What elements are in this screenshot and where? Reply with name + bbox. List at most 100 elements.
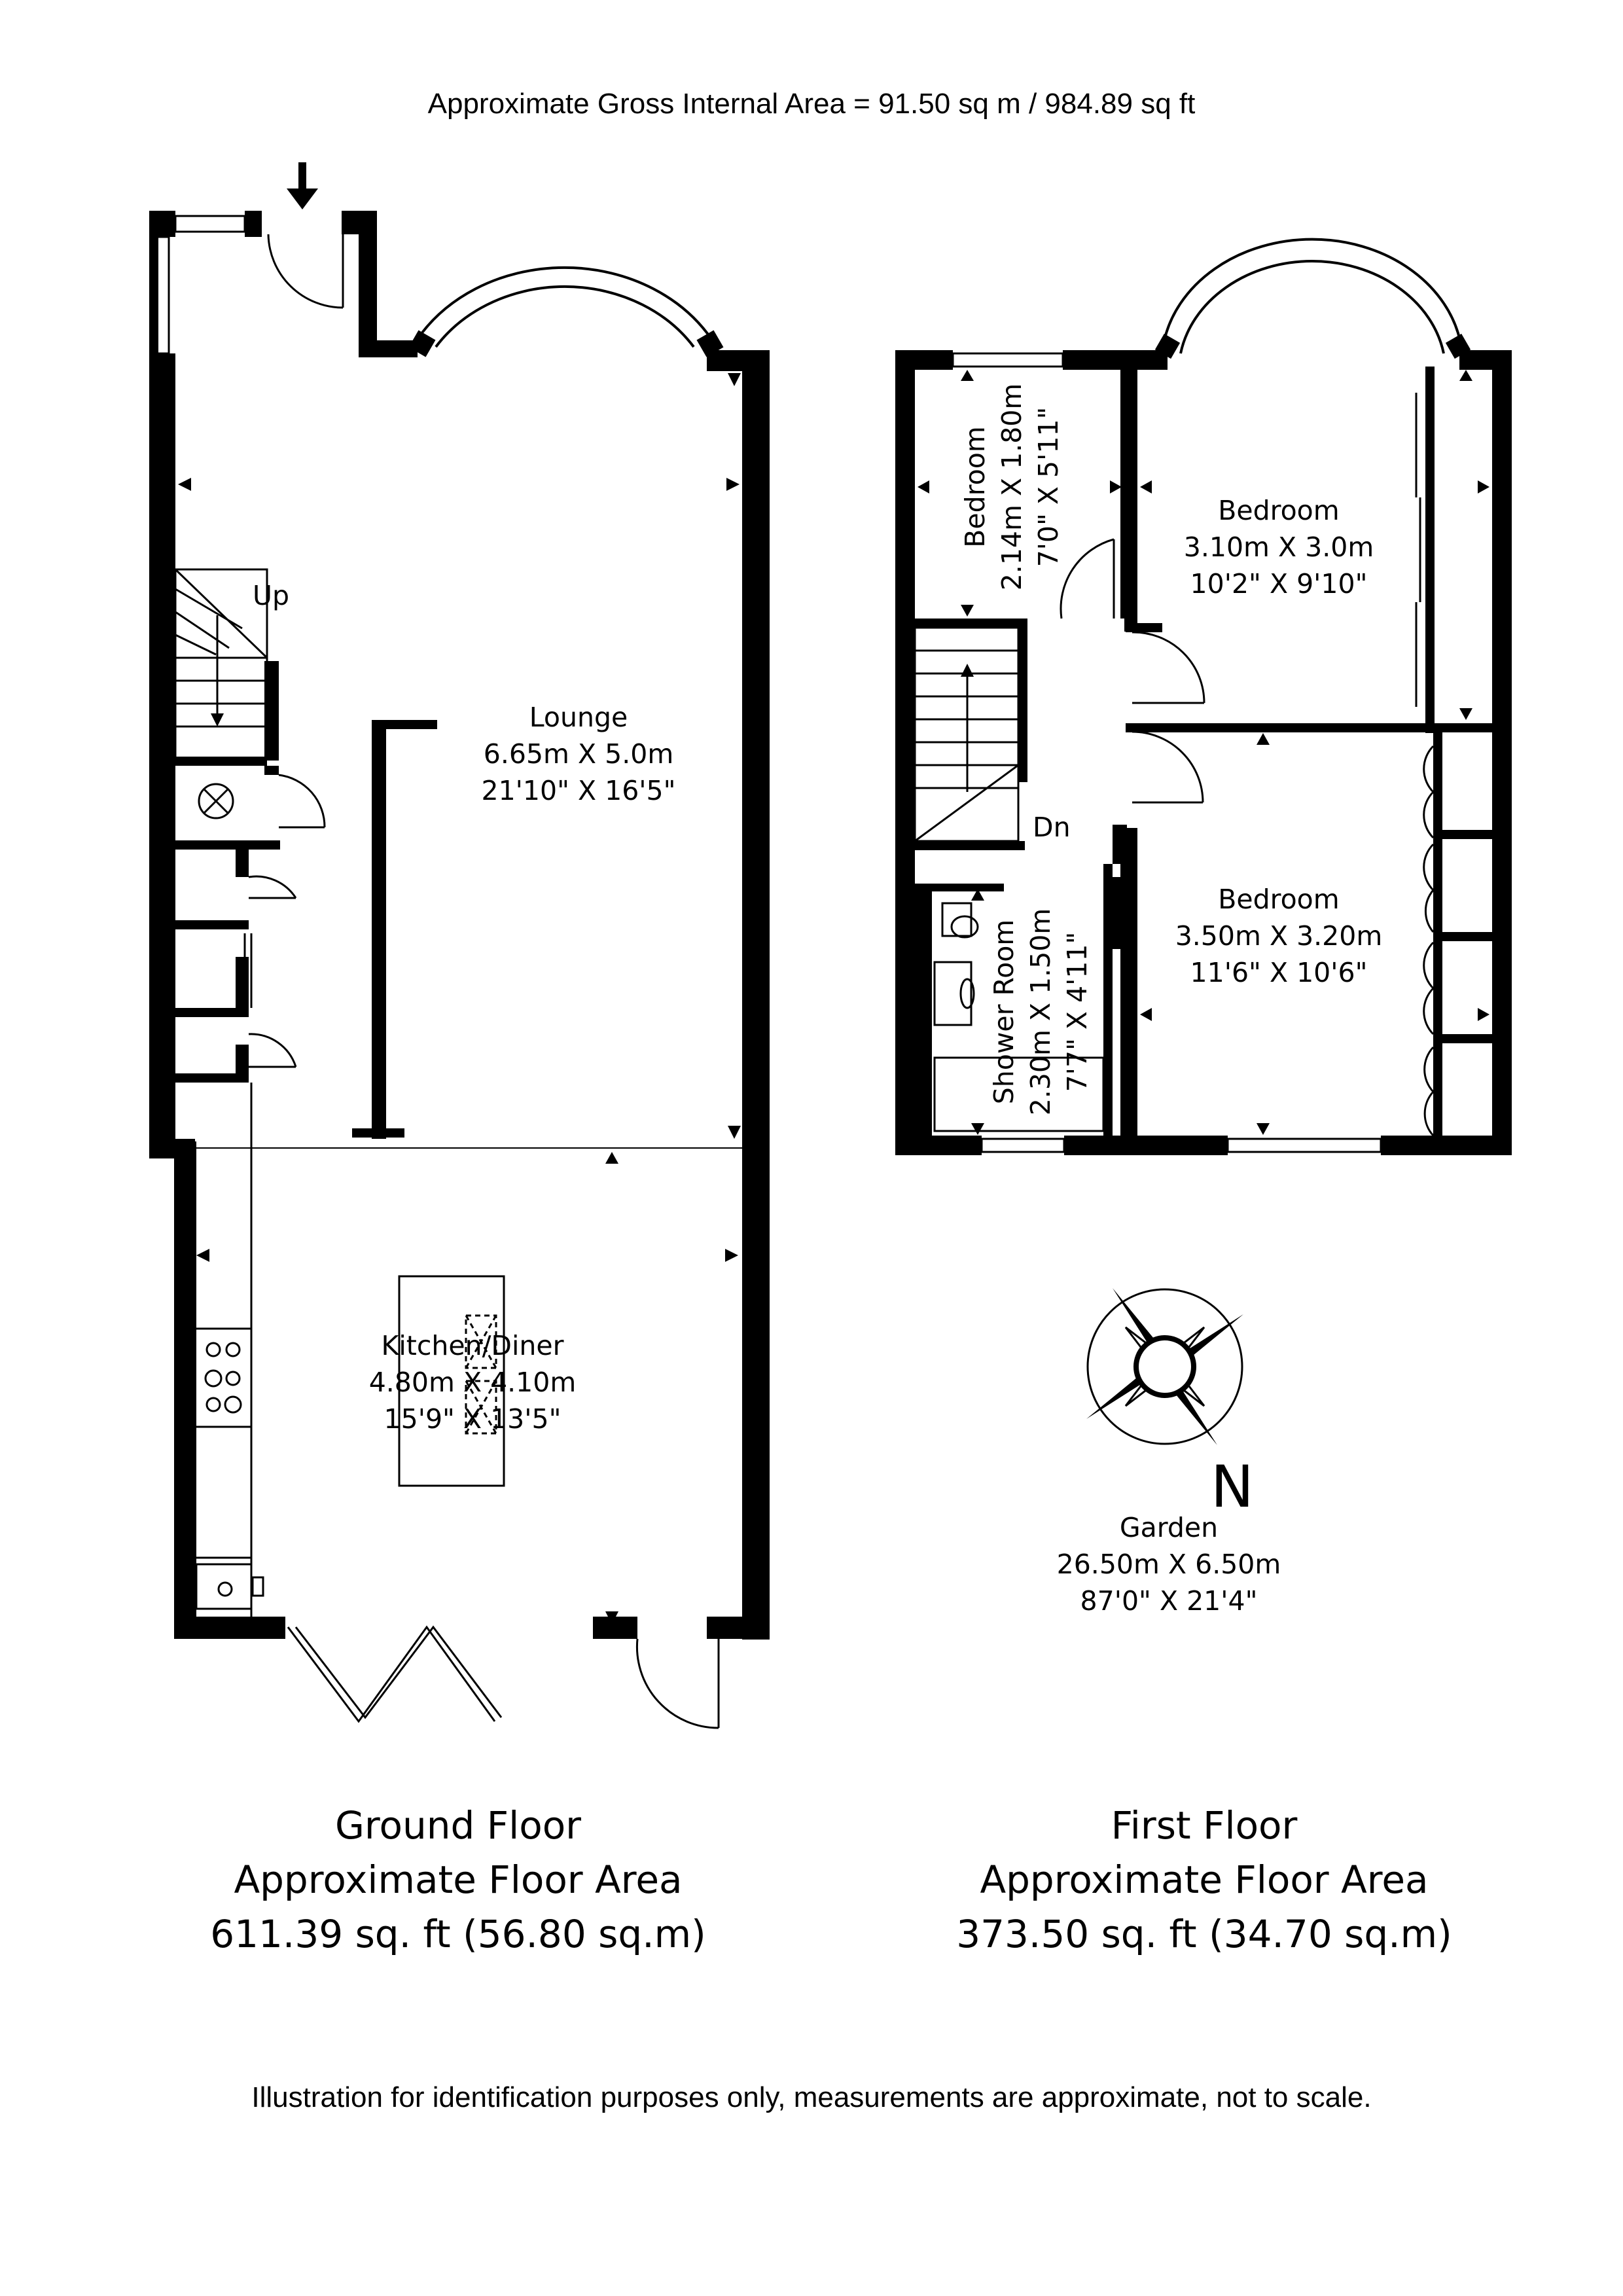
first-floor-summary: First Floor Approximate Floor Area 373.5… [916, 1799, 1492, 1962]
wall [264, 661, 279, 761]
wall [1433, 932, 1499, 941]
wall [236, 1045, 249, 1075]
garden-name: Garden [1120, 1512, 1218, 1543]
bedroom-rear-imperial: 11'6" X 10'6" [1190, 957, 1368, 988]
wall [895, 1136, 982, 1155]
ground-floor-plan [149, 162, 770, 1729]
wall [1113, 825, 1122, 864]
wall [1154, 333, 1181, 359]
rear-door [635, 1638, 720, 1729]
compass-icon [1086, 1288, 1243, 1445]
wardrobe-sliding-doors [1415, 393, 1421, 707]
wall [175, 1073, 249, 1083]
ground-floor-summary: Ground Floor Approximate Floor Area 611.… [170, 1799, 746, 1962]
wall [359, 211, 377, 355]
shower-room-name: Shower Room [988, 920, 1020, 1105]
wall [696, 330, 724, 357]
wardrobe-doors [1423, 745, 1435, 1137]
wall [915, 884, 932, 1155]
garden-metric: 26.50m X 6.50m [1057, 1549, 1281, 1580]
wall [1445, 333, 1471, 359]
hob-icon [204, 1342, 242, 1414]
compass-north-label: N [1211, 1453, 1254, 1520]
gross-area-title: Approximate Gross Internal Area = 91.50 … [427, 88, 1196, 120]
bay-window [418, 266, 711, 348]
first-floor-doors [1060, 538, 1205, 804]
entrance-arrow-icon [287, 162, 318, 209]
wall [149, 353, 175, 1158]
wall [707, 1617, 770, 1639]
kitchen-worktop [196, 1083, 253, 1617]
wall [895, 350, 953, 370]
dimension-markers [178, 373, 741, 1624]
first-floor-windows [897, 352, 1382, 1153]
lounge-metric: 6.65m X 5.0m [484, 738, 674, 770]
bedroom-small-metric: 2.14m X 1.80m [996, 384, 1027, 591]
wall [1126, 723, 1499, 732]
wall [707, 350, 770, 371]
wall [915, 841, 1025, 850]
wall [175, 1008, 249, 1017]
first-floor-area-value: 373.50 sq. ft (34.70 sq.m) [956, 1912, 1452, 1956]
bedroom-rear-metric: 3.50m X 3.20m [1175, 920, 1383, 952]
wall [1120, 828, 1137, 1149]
wall [1492, 350, 1512, 1155]
wall [593, 1617, 637, 1639]
boiler-icon [198, 783, 234, 819]
wall [408, 330, 436, 357]
ground-floor-area-label: Approximate Floor Area [234, 1857, 683, 1902]
wall [1018, 619, 1027, 782]
wall [1063, 350, 1168, 370]
wall [175, 840, 280, 850]
first-floor-dimension-markers [918, 370, 1489, 1135]
room-labels: Up Dn Lounge 6.65m X 5.0m 21'10" X 16'5"… [253, 495, 1382, 1617]
bedroom-front-imperial: 10'2" X 9'10" [1190, 568, 1368, 600]
wall [175, 920, 249, 929]
bedroom-small-label: Bedroom 2.14m X 1.80m 7'0" X 5'11" [959, 384, 1064, 591]
wall [236, 850, 249, 877]
wall [742, 350, 770, 1640]
bay-window-first-floor [1162, 238, 1462, 354]
wall [1064, 1136, 1228, 1155]
ground-floor-area-value: 611.39 sq. ft (56.80 sq.m) [210, 1912, 706, 1956]
wall [174, 1617, 285, 1639]
wall [264, 766, 279, 775]
lounge-name: Lounge [529, 702, 628, 733]
bedroom-front-metric: 3.10m X 3.0m [1184, 531, 1374, 563]
wall [915, 619, 1025, 628]
kitchen-island [398, 1275, 505, 1487]
closet-doors [243, 774, 326, 1068]
shower-room-imperial: 7'7" X 4'11" [1061, 932, 1093, 1092]
bedroom-small-name: Bedroom [959, 426, 991, 547]
stairs-arrow-icon [961, 664, 974, 677]
disclaimer-text: Illustration for identification purposes… [251, 2081, 1372, 2113]
stairs-arrow-icon [211, 713, 224, 726]
bedroom-front-name: Bedroom [1218, 495, 1339, 526]
wall [245, 211, 262, 237]
bedroom-small-imperial: 7'0" X 5'11" [1033, 407, 1064, 567]
kitchen-imperial: 15'9" X 13'5" [384, 1403, 562, 1435]
first-floor-plan [895, 238, 1512, 1155]
shower-room-metric: 2.30m X 1.50m [1025, 908, 1056, 1116]
first-floor-title: First Floor [1111, 1803, 1298, 1848]
wall [1106, 877, 1120, 949]
wall [1124, 370, 1137, 632]
wall [359, 340, 418, 357]
wall [1433, 1034, 1499, 1043]
wall [352, 1128, 404, 1138]
kitchen-name: Kitchen/Diner [382, 1330, 564, 1361]
stairs-down-label: Dn [1033, 812, 1071, 843]
sink-icon [195, 1563, 264, 1610]
stairs-up-label: Up [253, 580, 289, 611]
ground-floor-title: Ground Floor [334, 1803, 582, 1848]
first-floor-area-label: Approximate Floor Area [980, 1857, 1429, 1902]
garden-imperial: 87'0" X 21'4" [1080, 1585, 1258, 1617]
wall [1425, 367, 1435, 733]
wall [1381, 1136, 1512, 1155]
wall [1433, 830, 1499, 839]
wall [174, 1141, 196, 1639]
wall [932, 884, 1004, 891]
porch-door [267, 234, 344, 309]
kitchen-metric: 4.80m X 4.10m [369, 1367, 577, 1398]
